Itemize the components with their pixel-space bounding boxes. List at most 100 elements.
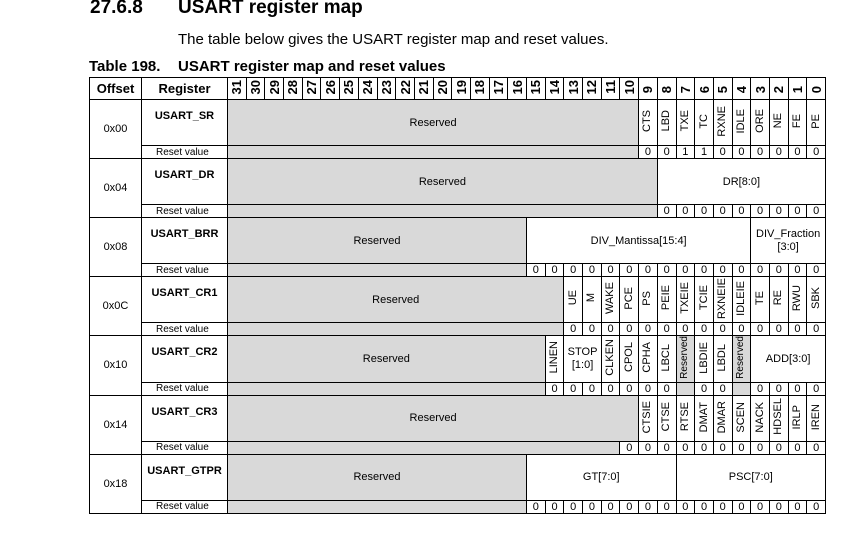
bit-number-header: 12 (582, 77, 602, 100)
bit-number-header: 21 (413, 77, 434, 100)
register-field: PS (638, 276, 658, 323)
reset-bit: 0 (582, 499, 602, 514)
reset-bit: 0 (656, 381, 677, 396)
register-field: CPOL (619, 335, 640, 383)
reset-bit: 0 (694, 322, 714, 336)
reset-bit: 0 (731, 440, 752, 455)
reset-bit: 0 (619, 440, 640, 455)
reset-reserved (227, 499, 527, 514)
register-field: TCIE (694, 276, 714, 323)
bit-number-header: 2 (768, 77, 789, 100)
reset-bit: 0 (694, 263, 714, 277)
reset-bit: 0 (750, 263, 770, 277)
bit-number-header: 16 (507, 77, 527, 100)
reset-bit: 0 (656, 499, 677, 514)
register-field: DMAT (694, 394, 714, 442)
register-offset: 0x08 (89, 217, 142, 277)
register-field: UE (563, 276, 584, 323)
reset-bit: 0 (675, 204, 696, 218)
register-name: USART_CR2 (141, 335, 228, 383)
register-field: RTSE (675, 394, 696, 442)
reset-value-label: Reset value (141, 440, 228, 455)
bit-number-header: 26 (320, 77, 341, 100)
bit-number-header: 9 (638, 77, 658, 100)
reset-bit: 0 (544, 499, 565, 514)
register-field: DIV_Fraction [3:0] (750, 217, 826, 264)
reset-bit: 0 (731, 204, 752, 218)
section-number: 27.6.8 (90, 0, 143, 18)
reset-bit: 0 (787, 381, 808, 396)
register-name: USART_SR (141, 99, 228, 146)
reset-bit: 0 (750, 499, 770, 514)
register-field: LBDIE (694, 335, 714, 383)
register-field: LBDL (712, 335, 733, 383)
bit-number-header: 6 (694, 77, 714, 100)
register-field: M (582, 276, 602, 323)
reset-bit: 0 (619, 263, 640, 277)
bit-number-header: 11 (600, 77, 621, 100)
reset-reserved (227, 204, 658, 218)
reset-bit: 0 (694, 381, 714, 396)
reset-bit: 0 (787, 204, 808, 218)
reset-bit: 0 (656, 145, 677, 159)
register-field: CLKEN (600, 335, 621, 383)
reset-bit: 0 (656, 263, 677, 277)
register-field: LBCL (656, 335, 677, 383)
reset-bit: 0 (544, 263, 565, 277)
bit-number-header: 15 (526, 77, 546, 100)
bit-number-header: 22 (395, 77, 415, 100)
register-field: CTS (638, 99, 658, 146)
register-field: TE (750, 276, 770, 323)
table-title: USART register map and reset values (178, 58, 446, 75)
reset-bit: 0 (563, 263, 584, 277)
register-field: PEIE (656, 276, 677, 323)
register-field: RE (768, 276, 789, 323)
reserved-field: Reserved (226, 276, 565, 323)
reset-bit: 0 (600, 499, 621, 514)
reset-bit: 0 (712, 204, 733, 218)
reset-bit: 0 (638, 499, 658, 514)
reset-bit: 0 (675, 263, 696, 277)
reset-bit: 0 (694, 499, 714, 514)
register-field: TXEIE (675, 276, 696, 323)
reset-reserved (226, 440, 621, 455)
reset-bit: 1 (675, 145, 696, 159)
reset-bit: 0 (806, 322, 826, 336)
reset-bit: 0 (731, 145, 752, 159)
reset-bit: 0 (638, 322, 658, 336)
reserved-field: Reserved (675, 335, 696, 383)
reset-bit: 0 (806, 499, 826, 514)
reserved-field: Reserved (227, 335, 546, 383)
reset-bit: 0 (750, 145, 770, 159)
register-field: TC (694, 99, 714, 146)
reset-bit: 0 (750, 322, 770, 336)
reset-value-label: Reset value (141, 204, 228, 218)
register-field: NE (768, 99, 789, 146)
reset-bit: 0 (750, 381, 770, 396)
register-field: STOP [1:0] (563, 335, 602, 383)
bit-number-header: 25 (339, 77, 359, 100)
reset-bit: 0 (768, 381, 789, 396)
register-offset: 0x0C (89, 276, 142, 336)
reset-bit: 0 (712, 145, 733, 159)
reset-bit: 0 (712, 499, 733, 514)
reset-bit: 0 (619, 322, 640, 336)
offset-header: Offset (89, 77, 142, 100)
reset-bit: 0 (619, 381, 640, 396)
reserved-field: Reserved (227, 217, 527, 264)
register-name: USART_BRR (141, 217, 228, 264)
reset-bit: 0 (619, 499, 640, 514)
reset-bit: 0 (768, 322, 789, 336)
reset-bit: 0 (656, 204, 677, 218)
reset-value-label: Reset value (141, 322, 228, 336)
register-field: RXNEIE (712, 276, 733, 323)
reset-bit: 0 (675, 322, 696, 336)
register-field: IREN (806, 394, 826, 442)
reset-bit: 0 (712, 440, 733, 455)
reset-bit: 0 (675, 440, 696, 455)
reset-bit: 0 (638, 263, 658, 277)
